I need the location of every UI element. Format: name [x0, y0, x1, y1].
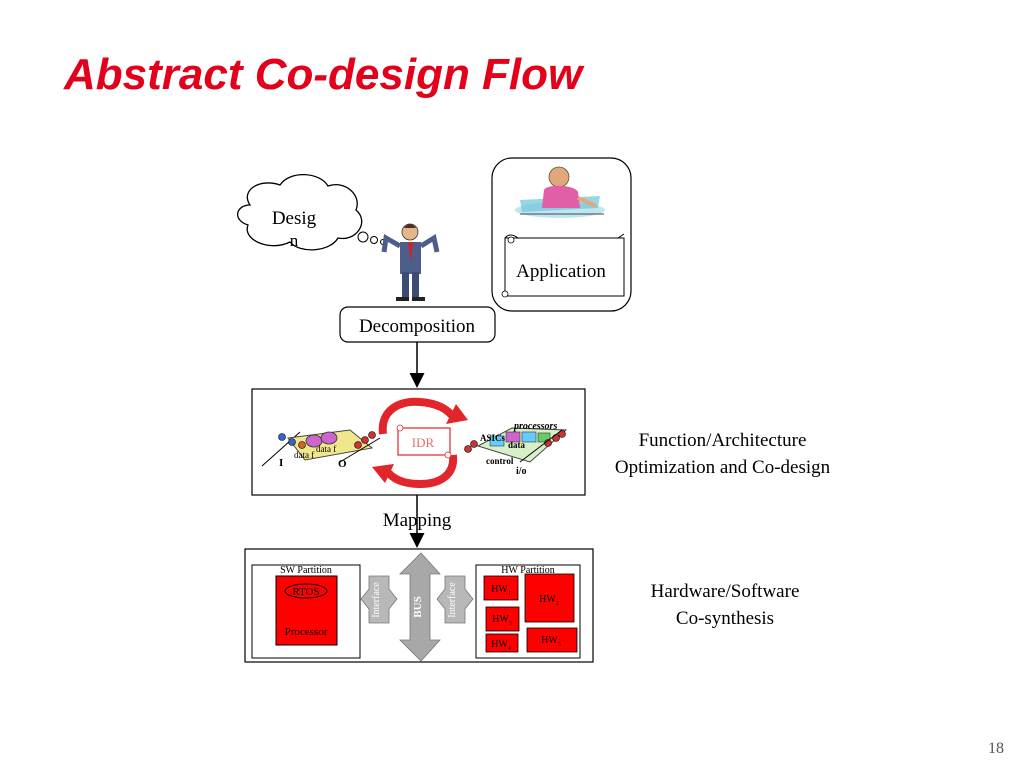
hw-block-3	[485, 606, 520, 632]
hw-sw-cosynthesis-label: Hardware/Software Co-synthesis	[620, 578, 830, 632]
hw-sw-line1: Hardware/Software	[650, 581, 800, 602]
application-label: Application	[516, 261, 606, 282]
data-label-2: data f	[316, 444, 336, 454]
application-scroll-icon	[501, 233, 625, 298]
idr-scroll-icon: IDR	[396, 424, 452, 459]
sw-partition-label: SW Partition	[280, 565, 332, 576]
processor-label: Processor	[285, 626, 328, 638]
thought-text-line2: n	[290, 231, 299, 250]
thought-text-line1: Desig	[272, 208, 317, 229]
function-architecture-line1: Function/Architecture	[638, 430, 807, 451]
io-label: i/o	[516, 466, 527, 477]
asics-label: ASICs	[480, 433, 506, 443]
input-label: I	[279, 457, 283, 469]
slide-title: Abstract Co-design Flow	[64, 50, 583, 99]
hw-block-4-label: HW4	[491, 639, 511, 652]
hw-block-3-label: HW3	[492, 614, 512, 627]
bus-label: BUS	[412, 596, 424, 617]
interface-left-label: Interface	[371, 582, 382, 618]
function-model-icon: data f data f I O	[261, 429, 381, 470]
engineer-drawing-icon	[515, 166, 605, 218]
function-architecture-label: Function/Architecture Optimization and C…	[590, 427, 855, 481]
control-label: control	[486, 456, 514, 466]
hw-block-4	[485, 633, 519, 653]
interface-right-arrow: Interface	[436, 575, 474, 624]
bus-arrow: BUS	[399, 552, 441, 662]
hw-partition-label: HW Partition	[501, 565, 554, 576]
hw-block-5-label: HW5	[541, 635, 561, 648]
decomposition-label: Decomposition	[359, 316, 476, 337]
hw-block-2	[524, 573, 575, 623]
hw-block-5	[526, 627, 578, 653]
interface-right-label: Interface	[447, 582, 458, 618]
processors-label: processors	[513, 421, 557, 432]
architecture-model-icon: processors ASICs data control i/o	[464, 421, 568, 477]
interface-left-arrow: Interface	[360, 575, 398, 624]
rtos-label: RTOS	[292, 586, 319, 598]
designer-person-icon	[381, 223, 440, 301]
hw-block-2-label: HW2	[539, 594, 559, 607]
page-number: 18	[988, 740, 1004, 757]
optimization-cycle-icon	[372, 397, 468, 489]
data-label-1: data f	[294, 450, 314, 460]
processor-block	[275, 575, 338, 646]
output-label: O	[338, 458, 347, 470]
function-architecture-line2: Optimization and Co-design	[614, 457, 831, 478]
arch-data-label: data	[508, 440, 526, 450]
idr-label: IDR	[412, 435, 435, 450]
thought-cloud: Desig n	[237, 173, 386, 251]
hw-block-1	[483, 575, 519, 601]
rtos-ellipse	[284, 583, 328, 599]
hw-sw-line2: Co-synthesis	[675, 608, 775, 629]
hw-block-1-label: HW1	[491, 584, 511, 597]
